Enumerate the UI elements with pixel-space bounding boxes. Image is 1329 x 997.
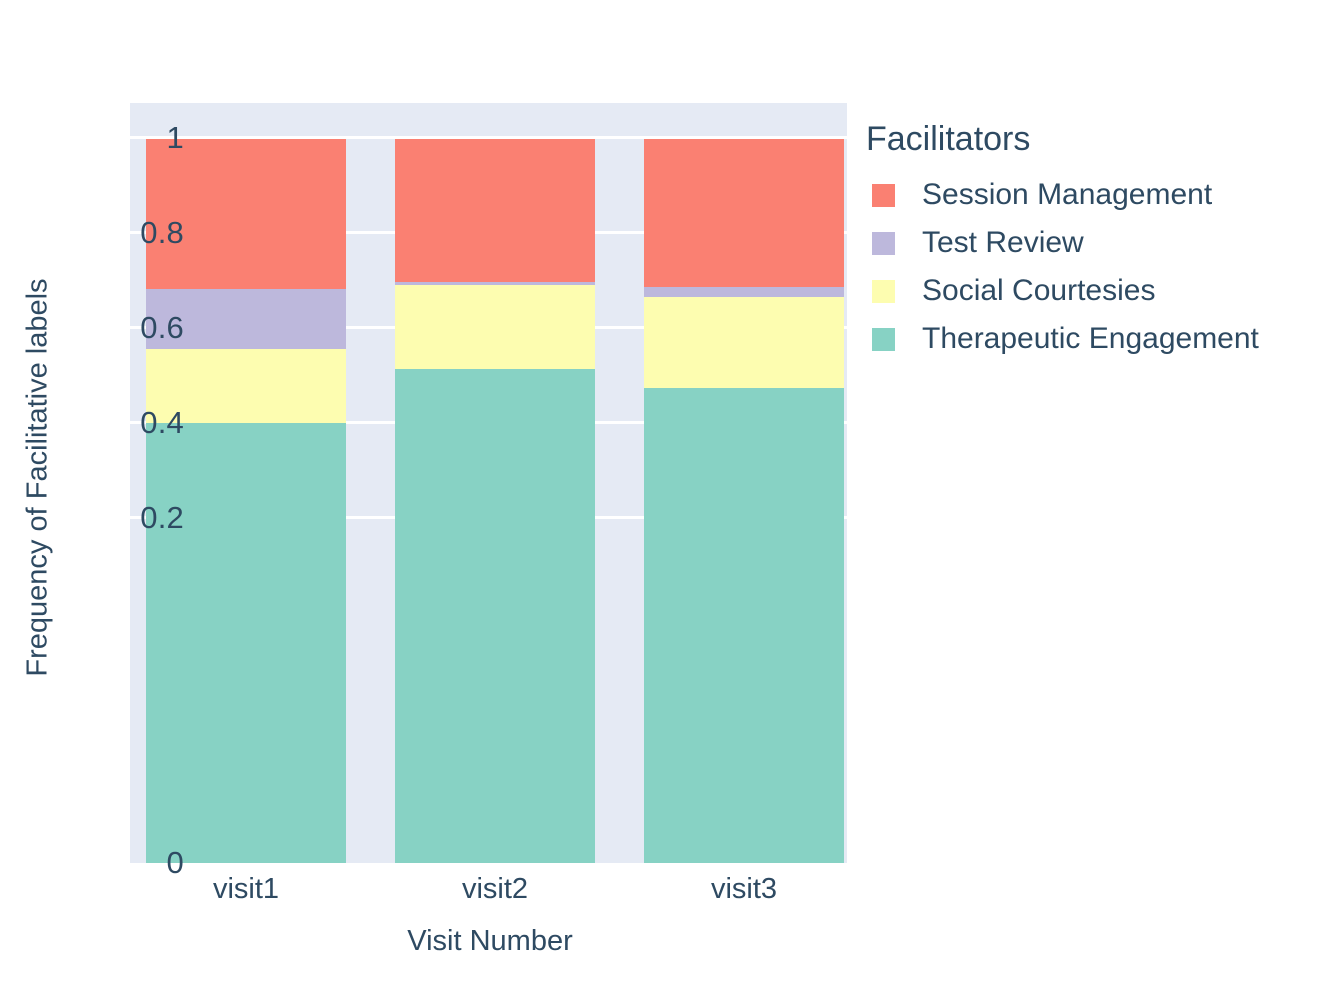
x-axis-label: Visit Number — [407, 925, 573, 957]
bar-stack — [146, 139, 346, 863]
bar-group-visit3 — [644, 103, 844, 863]
legend-item-social-courtesies[interactable]: Social Courtesies — [866, 267, 1316, 315]
bar-segment-therapeutic-engagement[interactable] — [146, 422, 346, 863]
bar-segment-therapeutic-engagement[interactable] — [395, 369, 595, 863]
legend-swatch-icon — [872, 327, 895, 351]
bar-group-visit1 — [146, 103, 346, 863]
bar-segment-session-management[interactable] — [146, 139, 346, 289]
bar-segment-social-courtesies[interactable] — [644, 296, 844, 389]
bar-segment-social-courtesies[interactable] — [395, 284, 595, 370]
legend-item-test-review[interactable]: Test Review — [866, 219, 1316, 267]
legend-item-label: Test Review — [922, 226, 1084, 259]
bar-stack — [395, 139, 595, 863]
bar-group-visit2 — [395, 103, 595, 863]
ytick-label-0-8: 0.8 — [140, 215, 184, 250]
bar-segment-test-review[interactable] — [395, 282, 595, 285]
legend-item-label: Session Management — [922, 178, 1213, 211]
bar-segment-session-management[interactable] — [395, 139, 595, 283]
ytick-label-0: 0 — [166, 845, 184, 880]
bar-segment-test-review[interactable] — [644, 286, 844, 297]
legend-swatch-icon — [872, 279, 895, 303]
xtick-label-visit3: visit3 — [710, 873, 778, 905]
legend-swatch-icon — [872, 231, 895, 255]
bar-stack — [644, 139, 844, 863]
bar-segment-session-management[interactable] — [644, 139, 844, 287]
ytick-label-0-4: 0.4 — [140, 405, 184, 440]
ytick-label-0-2: 0.2 — [140, 500, 184, 535]
legend-item-label: Social Courtesies — [922, 274, 1156, 307]
legend-item-therapeutic-engagement[interactable]: Therapeutic Engagement — [866, 315, 1316, 363]
legend-title: Facilitators — [866, 120, 1031, 158]
plot-area — [130, 103, 847, 863]
xtick-label-visit1: visit1 — [212, 873, 280, 905]
legend: Facilitators Session Management Test Rev… — [866, 117, 1316, 363]
y-axis-label: Frequency of Facilitative labels — [21, 278, 54, 677]
bar-segment-test-review[interactable] — [146, 288, 346, 349]
xtick-label-visit2: visit2 — [461, 873, 529, 905]
ytick-label-0-6: 0.6 — [140, 310, 184, 345]
legend-swatch-icon — [872, 183, 895, 207]
bar-segment-social-courtesies[interactable] — [146, 348, 346, 423]
legend-item-session-management[interactable]: Session Management — [866, 171, 1316, 219]
bar-segment-therapeutic-engagement[interactable] — [644, 388, 844, 863]
legend-item-label: Therapeutic Engagement — [922, 322, 1259, 355]
ytick-label-1: 1 — [166, 120, 184, 155]
gridline-1 — [130, 136, 847, 139]
